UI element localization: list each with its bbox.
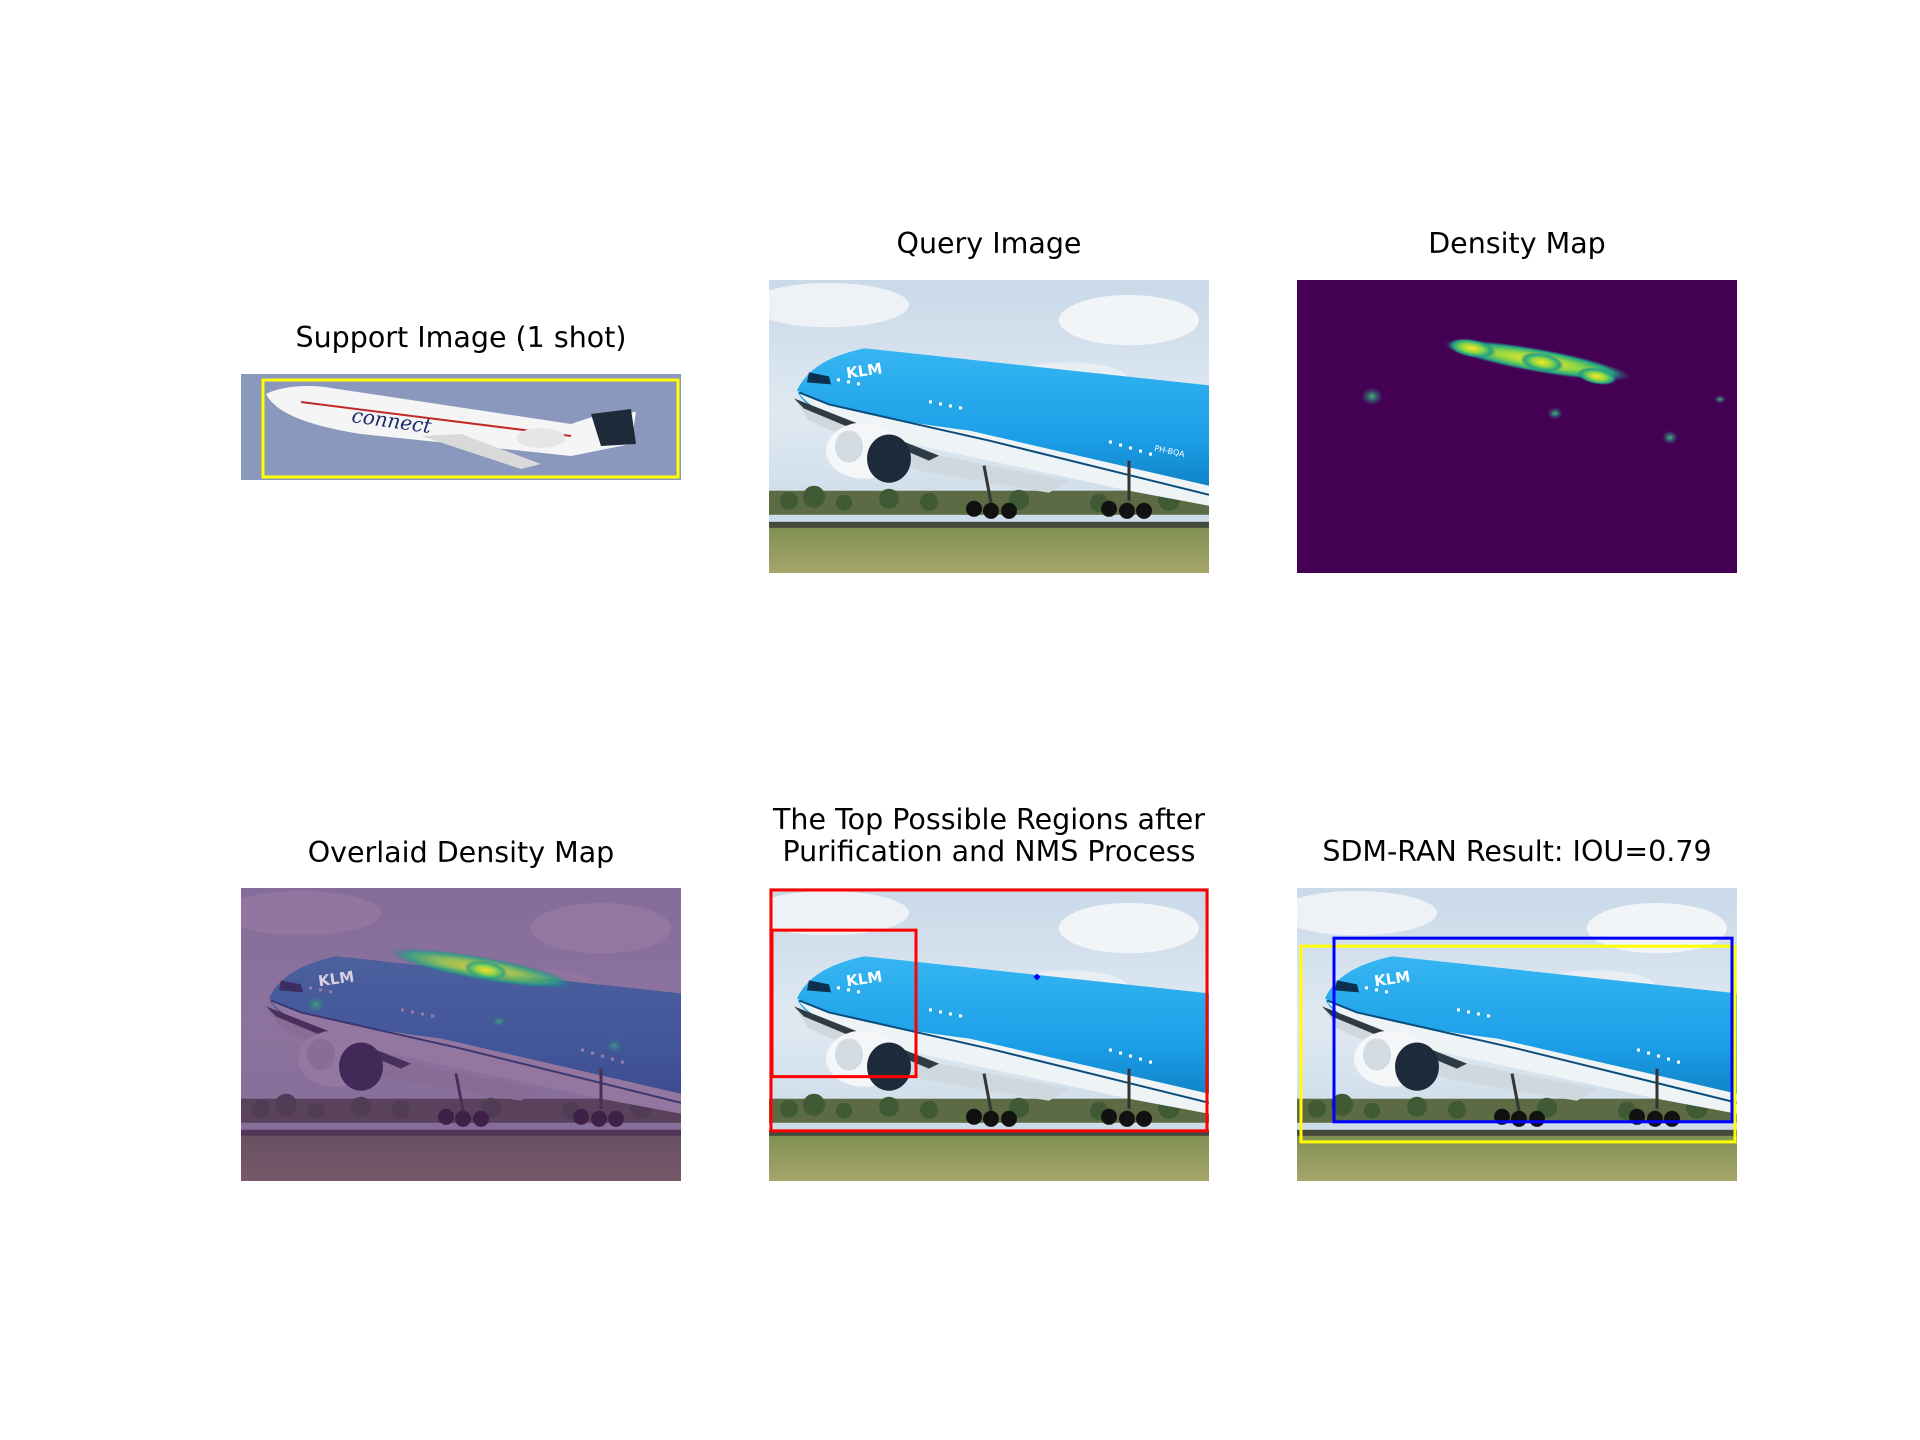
overlaid-density-map: KLM (241, 888, 681, 1181)
support-ground-truth-box (261, 378, 680, 479)
query-image-title: Query Image (896, 227, 1082, 260)
result-airline-logo: KLM (1373, 967, 1411, 990)
query-airline-logo: KLM (845, 359, 883, 382)
result-image: KLM (1297, 888, 1737, 1181)
overlay-airline-logo: KLM (317, 967, 355, 990)
region-box-small (770, 928, 918, 1079)
support-image: connect (241, 374, 681, 480)
overlaid-density-title: Overlaid Density Map (307, 836, 615, 869)
regions-title-line1: The Top Possible Regions after (773, 803, 1205, 836)
ground-truth-box (1299, 944, 1737, 1144)
query-image: KLM PH-BQA (769, 280, 1209, 573)
predicted-box (1332, 936, 1734, 1124)
regions-airline-logo: KLM (845, 967, 883, 990)
density-map (1297, 280, 1737, 573)
result-title: SDM-RAN Result: IOU=0.79 (1322, 835, 1712, 868)
regions-title-line2: Purification and NMS Process (782, 835, 1196, 868)
density-map-title: Density Map (1428, 227, 1606, 260)
top-regions-image: KLM (769, 888, 1209, 1181)
support-image-title: Support Image (1 shot) (295, 321, 627, 354)
